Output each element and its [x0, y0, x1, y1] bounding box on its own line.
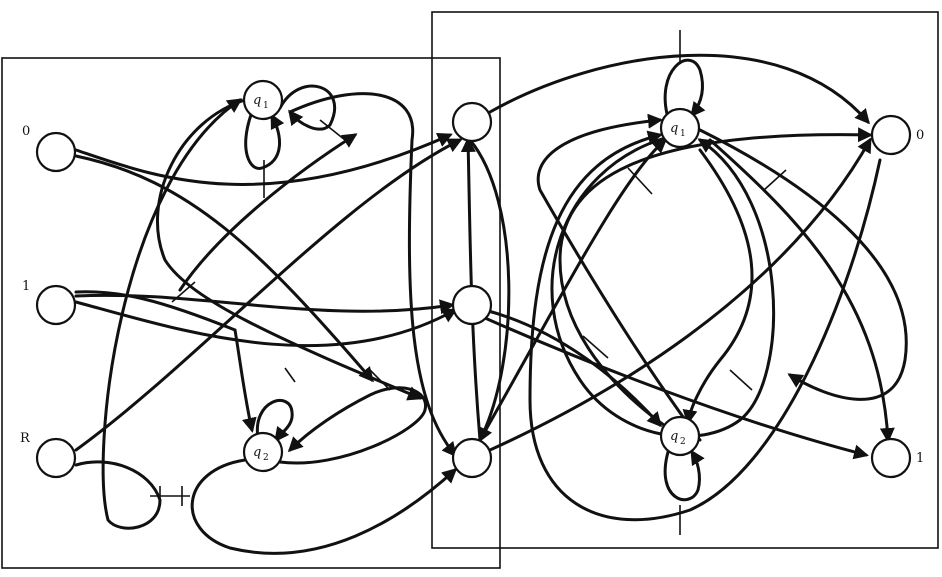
left-q1-letter: q [253, 93, 261, 108]
right-output-node-0 [870, 114, 912, 156]
left-q2-subscript: 2 [263, 453, 269, 463]
delay-ticks [150, 30, 787, 535]
right-state-node-q1 [659, 107, 701, 149]
edge-right-out0-return [528, 130, 882, 522]
right-q2-letter: q [670, 429, 678, 444]
left-input-label-1: 1 [22, 279, 30, 294]
edge-right-q2-loop [663, 449, 705, 502]
edge-mid-bot-to-top [460, 137, 482, 442]
edge-right-bot-to-out0 [488, 137, 872, 452]
middle-node-bottom [451, 437, 493, 479]
edge-left-0-to-out-top [74, 133, 453, 186]
left-input-label-0: 0 [22, 124, 30, 139]
edge-right-q2-to-q1 [536, 113, 702, 442]
edge-right-q1-to-out1-b [708, 138, 895, 443]
left-input-node-0 [35, 131, 77, 173]
right-state-node-q2 [659, 415, 701, 457]
left-input-node-1 [35, 284, 77, 326]
right-output-label-0: 0 [916, 128, 924, 143]
right-q2-subscript: 2 [680, 437, 686, 447]
edge-left-0-to-mid [74, 154, 374, 383]
edge-left-q1-loop-a [278, 84, 337, 131]
edge-right-q1-to-q2 [682, 148, 754, 425]
right-module-frame [431, 11, 939, 549]
middle-node-mid [451, 284, 493, 326]
left-state-node-q1 [242, 79, 284, 121]
edge-mid-top-to-bot [468, 138, 511, 443]
edge-left-q2-loop-c [278, 386, 427, 465]
edge-left-1-to-q2 [74, 290, 257, 433]
edge-right-mid-to-out1 [483, 316, 869, 460]
middle-node-top [451, 101, 493, 143]
edge-left-R-to-q1 [74, 98, 243, 530]
left-state-node-q2 [242, 431, 284, 473]
left-q2-letter: q [253, 445, 261, 460]
right-q1-subscript: 1 [680, 129, 686, 139]
edge-left-q2-to-out-bot [190, 458, 458, 555]
left-input-node-R [35, 437, 77, 479]
right-output-label-1: 1 [916, 451, 924, 466]
edge-left-q2-loop [255, 399, 294, 443]
edge-left-q1-loop-b [244, 110, 285, 170]
left-q1-subscript: 1 [263, 101, 269, 111]
edge-left-q1-to-out-bot [288, 92, 457, 458]
edge-left-q1-to-mid [155, 98, 423, 401]
edge-right-arc-to-out0 [488, 53, 870, 125]
edge-right-q2-to-out0 [558, 127, 873, 430]
right-q1-letter: q [670, 121, 678, 136]
edge-left-1-to-out-mid [74, 300, 458, 348]
left-module-frame [1, 57, 501, 569]
edge-right-q1-to-out1 [698, 128, 908, 401]
right-output-node-1 [870, 437, 912, 479]
edge-left-mid-to-q1 [178, 133, 358, 292]
edge-right-q1-loop [663, 58, 706, 120]
left-input-label-R: R [20, 431, 31, 446]
